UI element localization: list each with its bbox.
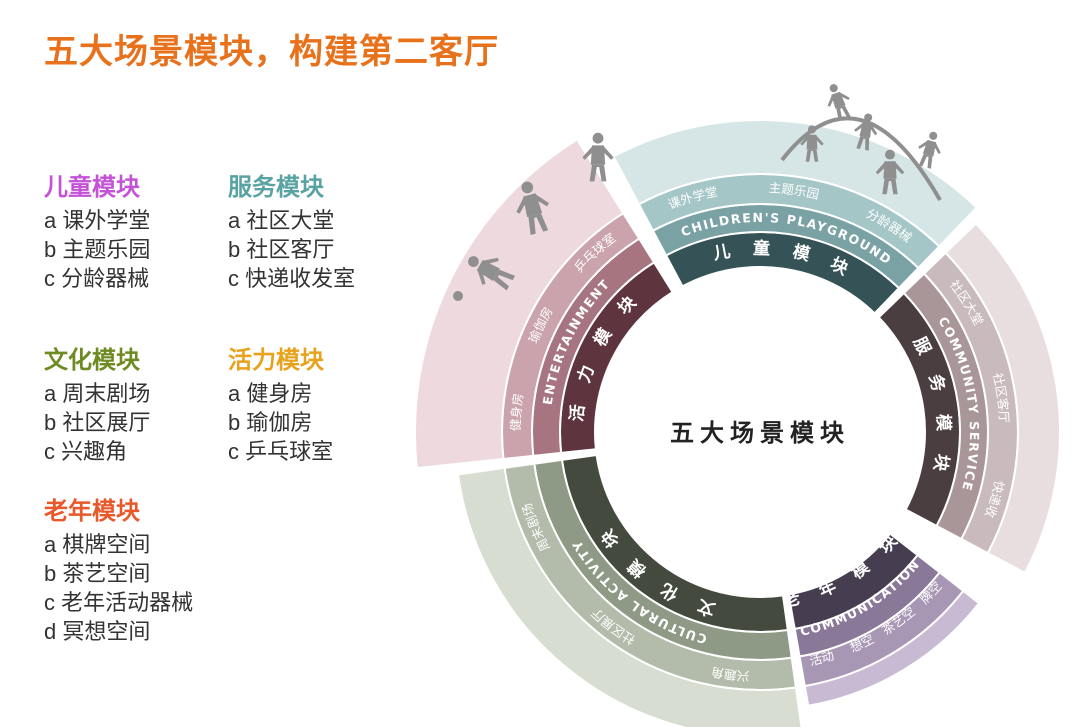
module-item: c 快递收发室 bbox=[228, 266, 356, 291]
child-cheering-icon bbox=[875, 149, 905, 195]
silhouettes bbox=[453, 84, 942, 301]
page-title: 五大场景模块，构建第二客厅 bbox=[44, 33, 499, 71]
module-heading: 服务模块 bbox=[228, 174, 324, 201]
elderly-outer-band bbox=[803, 589, 981, 707]
module-item: a 棋牌空间 bbox=[44, 532, 151, 557]
child-jumping-icon bbox=[854, 113, 878, 151]
service-outer-band bbox=[944, 222, 1061, 575]
segment-elderly bbox=[787, 532, 981, 707]
culture-item: 兴趣角 bbox=[710, 664, 750, 684]
culture-outer-band bbox=[456, 466, 803, 727]
yoga-figure-icon bbox=[582, 132, 614, 182]
segment-service bbox=[877, 222, 1061, 575]
module-item: c 分龄器械 bbox=[44, 266, 150, 291]
module-heading: 文化模块 bbox=[44, 347, 140, 374]
child-climbing-icon bbox=[827, 84, 851, 121]
segment-culture bbox=[456, 453, 803, 727]
vitality-outer-band bbox=[414, 138, 625, 470]
module-item: a 健身房 bbox=[228, 381, 313, 406]
module-item: d 冥想空间 bbox=[44, 619, 151, 644]
center-disc bbox=[595, 267, 925, 597]
module-item: a 课外学堂 bbox=[44, 208, 151, 233]
segment-vitality bbox=[414, 138, 674, 470]
module-elderly: 老年模块 a 棋牌空间 b 茶艺空间 c 老年活动器械 d 冥想空间 bbox=[44, 496, 244, 646]
diagram-center-label: 五大场景模块 bbox=[670, 419, 850, 447]
module-item: b 瑜伽房 bbox=[228, 410, 313, 435]
child-standing-icon bbox=[800, 125, 824, 162]
module-item: a 社区大堂 bbox=[228, 208, 335, 233]
playground-arch-icon bbox=[780, 116, 942, 201]
module-heading: 活力模块 bbox=[228, 347, 324, 374]
module-item: c 兴趣角 bbox=[44, 439, 128, 464]
module-item: b 茶艺空间 bbox=[44, 561, 151, 586]
dancer-icon bbox=[516, 181, 549, 235]
module-item: b 主题乐园 bbox=[44, 237, 151, 262]
segment-children bbox=[612, 119, 979, 315]
vitality-item: 健身房 bbox=[508, 392, 526, 431]
module-heading: 儿童模块 bbox=[44, 174, 140, 201]
module-children: 儿童模块 a 课外学堂 b 主题乐园 c 分龄器械 bbox=[44, 172, 244, 293]
module-item: b 社区展厅 bbox=[44, 410, 151, 435]
athlete-icon bbox=[468, 256, 516, 291]
module-vitality: 活力模块 a 健身房 b 瑜伽房 c 乒乓球室 bbox=[228, 345, 428, 466]
module-service: 服务模块 a 社区大堂 b 社区客厅 c 快递收发室 bbox=[228, 172, 428, 293]
module-heading: 老年模块 bbox=[44, 498, 140, 525]
children-outer-band bbox=[612, 119, 979, 248]
module-culture: 文化模块 a 周末剧场 b 社区展厅 c 兴趣角 bbox=[44, 345, 244, 466]
child-hanging-icon bbox=[918, 131, 941, 169]
module-item: a 周末剧场 bbox=[44, 381, 151, 406]
ball-icon bbox=[453, 291, 463, 301]
module-item: b 社区客厅 bbox=[228, 237, 335, 262]
module-item: c 老年活动器械 bbox=[44, 590, 194, 615]
module-item: c 乒乓球室 bbox=[228, 439, 334, 464]
